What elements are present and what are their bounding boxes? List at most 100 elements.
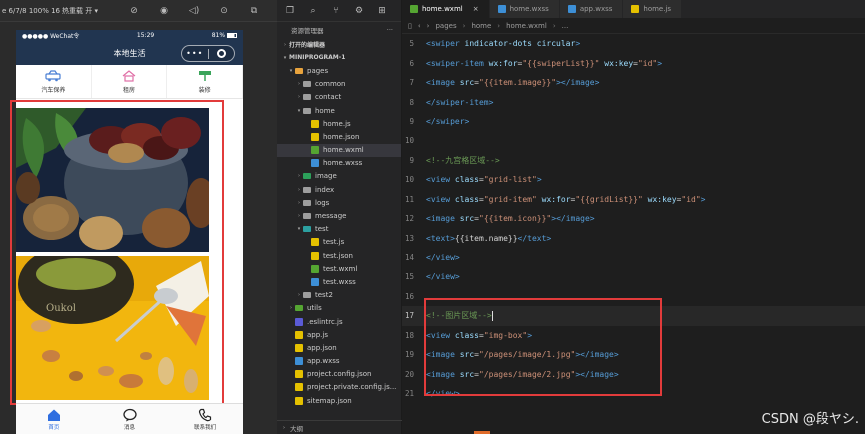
line-text: <image src="{{item.image}}"></image> [426,78,600,88]
tree-item-label: home.js [323,119,351,128]
editor-tab-home-wxss[interactable]: home.wxss [489,0,560,18]
tree-item[interactable]: ›test2 [277,289,401,302]
device-model-select[interactable]: e 6/7/8 100% 16 ▾ [2,6,62,15]
code-line[interactable]: 10 [402,131,865,150]
tree-item[interactable]: ›logs [277,196,401,209]
code-line[interactable]: 13<text>{{item.name}}</text> [402,228,865,247]
project-section[interactable]: ▾MINIPROGRAM-1 [283,54,346,62]
more-actions-icon[interactable]: ··· [386,26,393,34]
folder-icon [303,226,311,233]
code-line[interactable]: 9<!--九宫格区域--> [402,151,865,170]
tree-item[interactable]: project.private.config.js... [277,381,401,394]
tree-item-label: home.wxss [323,159,363,168]
breadcrumb-item[interactable]: pages [435,21,457,30]
tree-item[interactable]: ›common [277,78,401,91]
tree-item[interactable]: test.wxss [277,275,401,288]
code-line[interactable]: 6<swiper-item wx:for="{{swiperList}}" wx… [402,53,865,72]
close-tab-icon[interactable]: × [472,5,479,13]
more-menu-icon[interactable]: ••• [186,49,204,58]
tree-item[interactable]: app.js [277,328,401,341]
tree-item[interactable]: home.json [277,130,401,143]
outline-section[interactable]: ›大纲 [277,420,402,434]
capsule-menu[interactable]: ••• [181,45,235,62]
tree-item[interactable]: ›contact [277,91,401,104]
files-icon[interactable]: ❐ [285,5,295,16]
tree-item[interactable]: ›utils [277,302,401,315]
wxml-file-icon [311,146,319,155]
chevron-icon: › [298,173,300,180]
code-line[interactable]: 10<view class="grid-list"> [402,170,865,189]
hot-reload-toggle[interactable]: 热重载 开 ▾ [62,6,98,15]
tree-item[interactable]: .eslintrc.js [277,315,401,328]
code-line[interactable]: 8</swiper-item> [402,92,865,111]
tree-item[interactable]: test.wxml [277,262,401,275]
tree-item[interactable]: ›message [277,209,401,222]
car-icon [45,69,61,82]
tree-item[interactable]: app.json [277,341,401,354]
line-text: </swiper-item> [426,97,494,107]
breadcrumb-item[interactable]: home [471,21,492,30]
code-line[interactable]: 15</view> [402,267,865,286]
tab-1[interactable]: 首页 [16,404,92,434]
tree-item[interactable]: home.js [277,117,401,130]
editor-tab-home-js[interactable]: home.js [623,0,683,18]
grid-item-1[interactable]: 汽车保养 [16,65,92,98]
code-line[interactable]: 19<image src="/pages/image/1.jpg"></imag… [402,345,865,364]
code-line[interactable]: 18<view class="img-box"> [402,326,865,345]
tree-item[interactable]: project.config.json [277,368,401,381]
tree-item[interactable]: ›index [277,183,401,196]
code-line[interactable]: 7<image src="{{item.image}}"></image> [402,73,865,92]
popout-icon[interactable]: ⧉ [250,5,258,16]
code-line[interactable]: 14</view> [402,248,865,267]
explorer-title: 资源管理器 [291,27,324,35]
tree-item[interactable]: sitemap.json [277,394,401,407]
chevron-icon: ▾ [297,107,301,114]
page-title: 本地生活 [113,48,146,58]
tree-item[interactable]: ▾pages [277,64,401,77]
debug-icon[interactable]: ⚙ [354,5,364,16]
code-lines[interactable]: 5<swiper indicator-dots circular>6<swipe… [402,34,865,403]
source-control-icon[interactable]: ⑂ [333,5,339,16]
explorer-toolbar: ❐ ⌕ ⑂ ⚙ ⊞ [277,0,401,22]
tree-item[interactable]: app.wxss [277,355,401,368]
back-icon[interactable]: ‹ [417,21,421,30]
tree-item[interactable]: ▾test [277,223,401,236]
code-line[interactable]: 17<!--图片区域--> [402,306,865,326]
editor-tab-home-wxml[interactable]: home.wxml× [402,0,490,18]
grid-item-3[interactable]: 装修 [167,65,243,98]
tree-item[interactable]: home.wxss [277,157,401,170]
code-line[interactable]: 20<image src="/pages/image/2.jpg"></imag… [402,364,865,383]
stop-icon[interactable]: ⊘ [130,5,138,16]
tab-2[interactable]: 消息 [92,404,168,434]
close-miniprogram-icon[interactable] [209,49,235,58]
code-line[interactable]: 12<image src="{{item.icon}}"></image> [402,209,865,228]
search-icon[interactable]: ⌕ [310,5,316,16]
tree-item-label: test.js [323,238,345,247]
tree-item[interactable]: ›image [277,170,401,183]
editor-tab-app-wxss[interactable]: app.wxss [559,0,624,18]
open-editors-section[interactable]: ›打开的编辑器 [284,41,326,50]
tab-3[interactable]: 联系我们 [167,404,243,434]
code-line[interactable]: 9</swiper> [402,112,865,131]
breadcrumb-item[interactable]: home.wxml [506,21,547,30]
record-icon[interactable]: ◉ [160,5,168,16]
home-button-icon[interactable]: ⊙ [220,5,228,16]
tree-item[interactable]: home.wxml [277,143,401,157]
grid-item-2[interactable]: 租房 [92,65,168,98]
bookmark-icon[interactable]: ▯ [408,21,412,30]
forward-icon[interactable]: › [426,21,430,30]
tree-item[interactable]: test.js [277,236,401,249]
img-box-code-highlight [424,298,662,396]
extensions-icon[interactable]: ⊞ [378,5,386,16]
code-line[interactable]: 16 [402,287,865,306]
breadcrumb-item[interactable]: ... [561,21,569,30]
tree-item[interactable]: ▾home [277,104,401,117]
tree-item[interactable]: test.json [277,249,401,262]
line-text: <!--九宫格区域--> [426,155,500,165]
code-line[interactable]: 11<view class="grid-item" wx:for="{{grid… [402,190,865,209]
folder-icon [303,81,311,88]
volume-icon[interactable]: ◁) [188,5,200,16]
code-line[interactable]: 21</view> [402,384,865,403]
code-line[interactable]: 5<swiper indicator-dots circular> [402,34,865,53]
